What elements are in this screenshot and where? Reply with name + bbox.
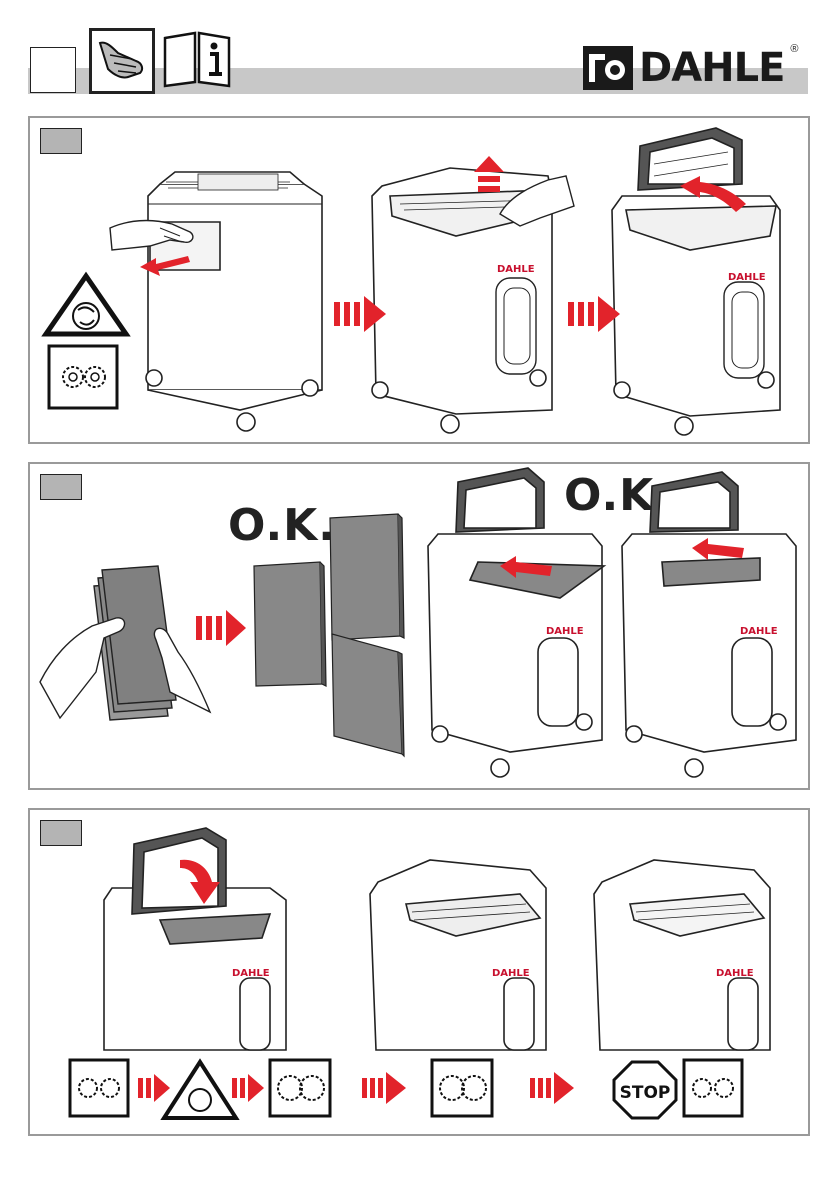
- gears-turning-icon-row-2: [432, 1060, 492, 1116]
- shredder-5: [622, 472, 796, 777]
- arrow-row-2: [232, 1074, 264, 1102]
- shredder-8: [594, 860, 770, 1050]
- panel-2-illustrations: DAHLE DAHLE: [0, 462, 839, 802]
- gears-stopped-icon-row: [684, 1060, 742, 1116]
- machine-brand-4: DAHLE: [546, 626, 584, 637]
- machine-brand-8: DAHLE: [716, 968, 754, 979]
- gears-icon-row-1: [70, 1060, 128, 1116]
- stop-label: STOP: [620, 1083, 671, 1103]
- panel-3-illustrations: DAHLE DAHLE DAHLE: [0, 808, 839, 1148]
- rotating-warning-row: [164, 1062, 236, 1118]
- paper-stacks-separated: [254, 514, 404, 756]
- panel-1-illustrations: DAHLE DAHLE: [0, 0, 839, 440]
- next-arrow-2: [568, 296, 620, 332]
- rotating-parts-warning-icon: [46, 276, 126, 334]
- shredder-6: [104, 828, 286, 1050]
- gears-turning-icon-row: [270, 1060, 330, 1116]
- machine-brand-5: DAHLE: [740, 626, 778, 637]
- shredder-7: [370, 860, 546, 1050]
- machine-brand-6: DAHLE: [232, 968, 270, 979]
- arrow-row-3: [362, 1072, 406, 1104]
- machine-brand-3: DAHLE: [728, 272, 766, 283]
- paper-stack-hands: [40, 566, 210, 720]
- next-arrow-3: [196, 610, 246, 646]
- shredder-1: [146, 172, 322, 431]
- machine-brand-7: DAHLE: [492, 968, 530, 979]
- machine-brand-2: DAHLE: [497, 264, 535, 275]
- shredder-4: [428, 468, 604, 777]
- arrow-row-4: [530, 1072, 574, 1104]
- gears-icon: [49, 346, 117, 408]
- arrow-row-1: [138, 1074, 170, 1102]
